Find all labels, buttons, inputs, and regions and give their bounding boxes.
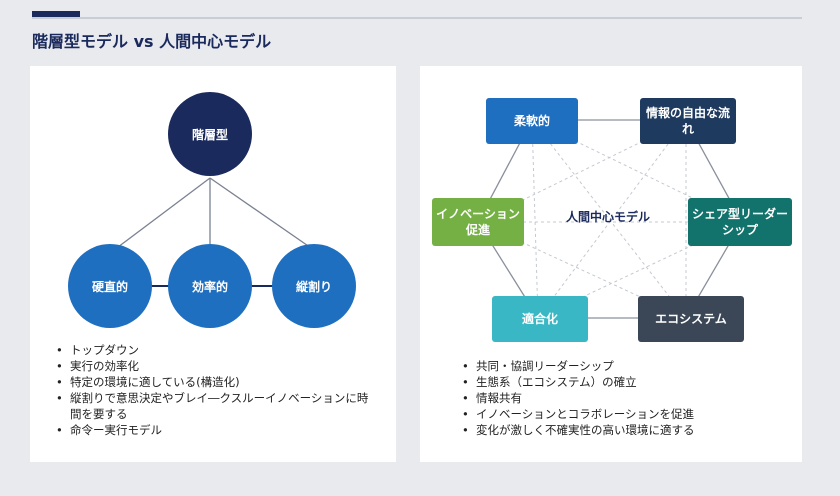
hierarchy-bullet-list: トップダウン 実行の効率化 特定の環境に適している(構造化) 縦割りで意思決定や… [54,342,372,438]
node-silo: 縦割り [272,244,356,328]
list-item: 変化が激しく不確実性の高い環境に適する [460,422,790,438]
list-item: イノベーションとコラボレーションを促進 [460,406,790,422]
node-rigid: 硬直的 [68,244,152,328]
node-adaptation: 適合化 [492,296,588,342]
node-efficient: 効率的 [168,244,252,328]
human-centered-model-panel: 柔軟的 情報の自由な流れ シェア型リーダーシップ エコシステム 適合化 イノベー… [420,66,802,462]
list-item: 共同・協調リーダーシップ [460,358,790,374]
title-accent-bar [32,11,80,17]
list-item: トップダウン [54,342,372,358]
list-item: 命令ー実行モデル [54,422,372,438]
title-rule [32,17,802,19]
human-centered-bullet-list: 共同・協調リーダーシップ 生態系（エコシステム）の確立 情報共有 イノベーション… [460,358,790,438]
node-ecosystem: エコシステム [638,296,744,342]
hierarchical-model-panel: 階層型 硬直的 効率的 縦割り トップダウン 実行の効率化 特定の環境に適してい… [30,66,396,462]
connector-top-right [209,177,315,251]
list-item: 特定の環境に適している(構造化) [54,374,372,390]
page-title: 階層型モデル vs 人間中心モデル [32,32,272,51]
list-item: 情報共有 [460,390,790,406]
list-item: 縦割りで意思決定やブレイ―クスルーイノベーションに時間を要する [54,390,372,422]
node-free-information-flow: 情報の自由な流れ [640,98,736,144]
node-shared-leadership: シェア型リーダーシップ [688,198,792,246]
node-hierarchy-top: 階層型 [168,92,252,176]
node-flexible: 柔軟的 [486,98,578,144]
node-innovation-promotion: イノベーション促進 [432,198,524,246]
network-center-label: 人間中心モデル [566,210,651,224]
connector-top-left [113,177,211,251]
list-item: 実行の効率化 [54,358,372,374]
list-item: 生態系（エコシステム）の確立 [460,374,790,390]
